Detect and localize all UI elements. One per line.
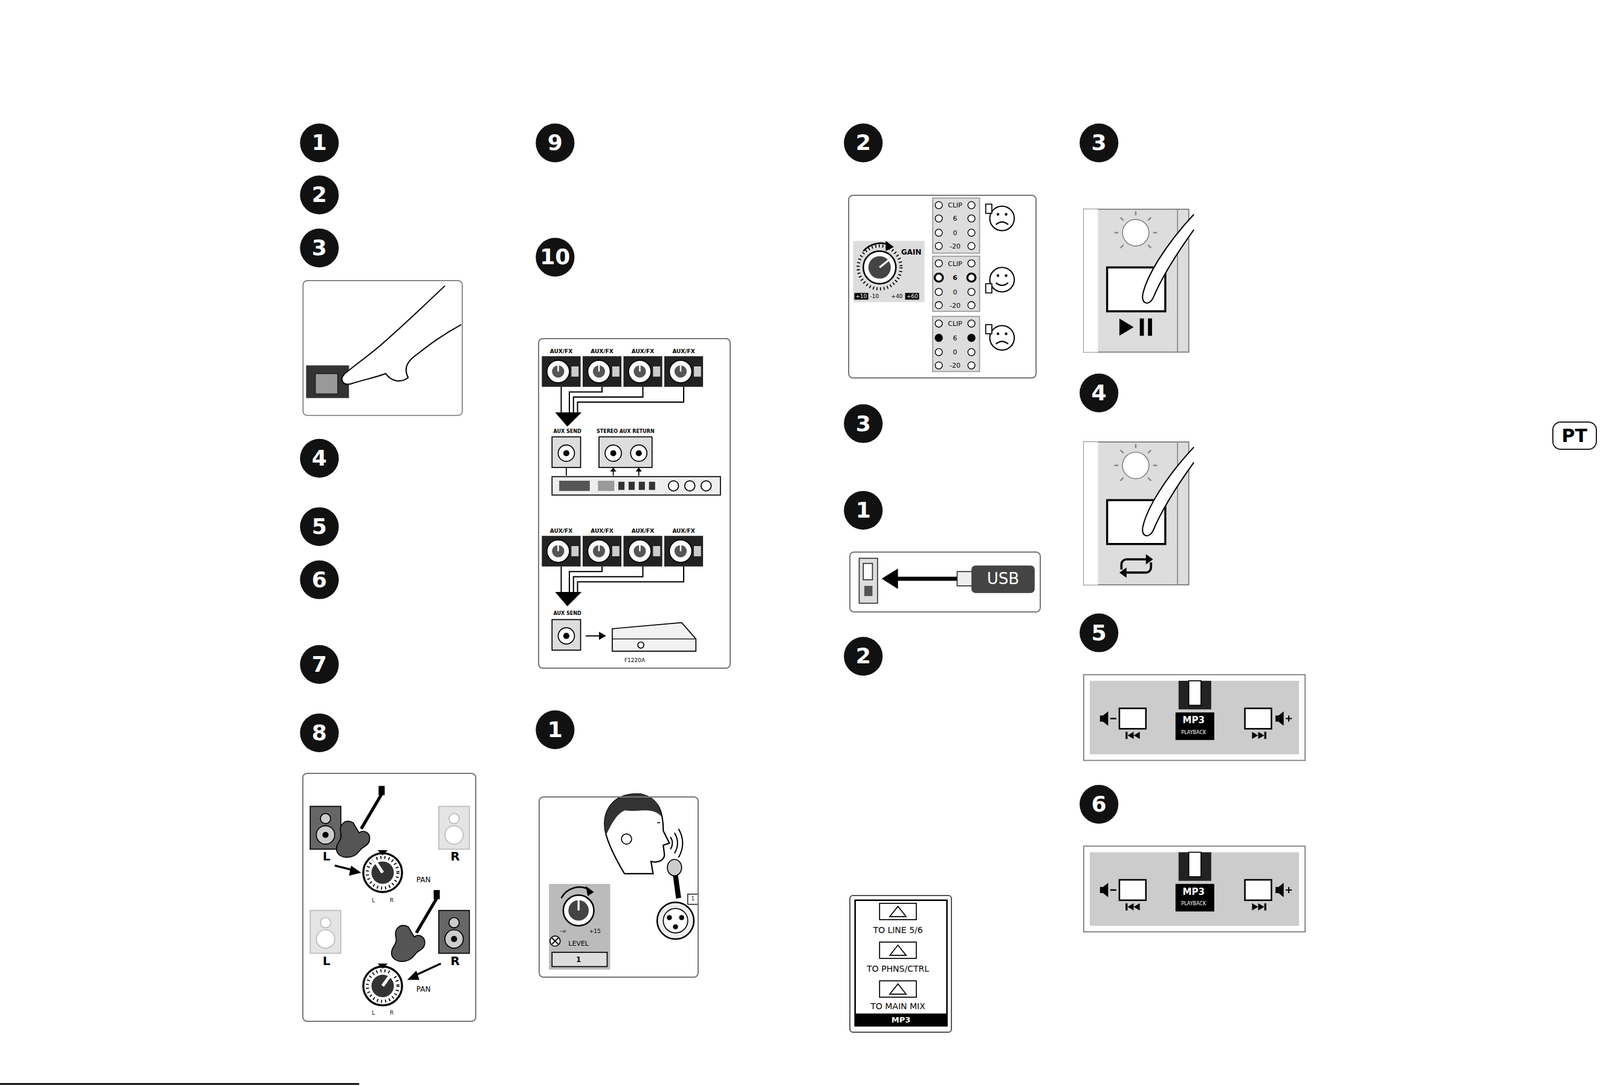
panel-text: CLIP [947,259,963,267]
play-pause-illustration [1083,209,1194,352]
panel-text: 1 [576,955,581,963]
callout-number: 7 [311,653,328,676]
panel-text: MP3 [1182,715,1205,725]
language-tab: PT [1552,421,1597,450]
panel-text: -20 [949,242,961,250]
panel-text: AUX SEND [553,611,582,616]
panel-text: GAIN [901,248,922,256]
callout-number: 2 [311,183,328,206]
callout-number: 1 [547,718,563,741]
panel-text: AUX/FX [631,348,655,354]
mp3-player-illustration [1083,674,1306,761]
panel-text: USB [987,570,1020,587]
panel-text: R [450,849,460,862]
power-button-illustration [302,280,462,416]
panel-text: TO MAIN MIX [870,1001,926,1011]
panel-text: CLIP [947,201,963,209]
panel-text: -20 [949,362,961,369]
mp3-player-illustration [1083,845,1306,932]
panel-text: 1 [691,896,695,902]
callout-circles [299,123,1119,824]
callout-number: 2 [855,644,872,667]
panel-text: AUX/FX [631,527,655,534]
callout-number: 2 [855,131,872,154]
panel-text: AUX/FX [590,348,613,354]
usb-illustration [858,557,1035,603]
panel-text: L [371,897,375,903]
panel-text: +60 [905,292,920,300]
panel-text: R [389,897,394,903]
panel-text: -∞ [559,927,567,934]
pan-illustration [302,772,477,1022]
panel-text: TO PHNS/CTRL [866,964,930,973]
panel-text: TO LINE 5/6 [872,925,923,934]
panel-text: +40 [890,293,903,299]
mp3-routing-illustration [855,900,948,1026]
panel-text: AUX/FX [550,348,573,354]
mic-illustration [548,793,698,970]
panel-text: LEVEL [568,939,589,946]
callout-number: 8 [311,721,328,744]
panel-text: AUX SEND [553,429,582,435]
panel-text: 0 [953,229,958,236]
callout-number: 3 [311,236,328,259]
callout-number: 3 [1091,131,1107,154]
panel-text: -10 [869,293,879,299]
callout-number: 5 [311,515,328,538]
mp3-playback-panel: MP3PLAYBACK [1083,845,1306,932]
panel-text: 6 [952,274,958,282]
callout-number: 6 [311,568,328,591]
callout-number: 6 [1091,793,1107,815]
pan-panel: L R PAN L R L R PAN L R [302,772,477,1022]
panel-text: 0 [953,288,958,295]
mp3-routing-panel: TO LINE 5/6 TO PHNS/CTRL TO MAIN MIX MP3 [849,894,953,1033]
callout-number: 5 [1091,621,1107,644]
panel-text: PT [1561,426,1588,445]
panel-text: +10 [854,292,869,300]
callout-number: 1 [855,499,872,522]
mic-level-panel: LEVEL 1 -∞ +15 1 [538,796,699,978]
callout-number: 3 [855,412,872,435]
callout-number: 4 [311,447,328,470]
panel-text: AUX/FX [590,527,613,534]
panel-text: MP3 [891,1015,911,1024]
panel-text: L [371,1009,375,1015]
mp3-playback-panel: MP3PLAYBACK [1083,674,1306,761]
callout-number: 4 [1091,382,1107,404]
gain-meter-panel: GAIN+10-10+40+60CLIP60-20CLIP60-20CLIP60… [848,194,1037,379]
panel-text: MP3 [1182,887,1205,897]
panel-text: -20 [949,301,961,309]
panel-text: AUX/FX [672,527,695,534]
panel-text: CLIP [947,320,963,328]
footer-rule [0,1082,360,1085]
panel-text: AUX/FX [672,348,695,354]
panel-text: PLAYBACK [1181,730,1206,736]
panel-text: 6 [953,334,958,341]
panel-text: L [322,849,331,862]
callout-number: 9 [547,131,563,154]
panel-text: L [322,954,331,967]
panel-text: R [389,1009,394,1015]
panel-text: F1220A [624,657,645,664]
panel-text: STEREO AUX RETURN [596,429,655,435]
panel-text: PLAYBACK [1181,901,1206,907]
aux-routing-illustration [541,356,720,652]
panel-text: +15 [589,927,601,934]
repeat-button-illustration [1083,441,1194,585]
panel-text: 6 [953,215,958,222]
gain-meter-illustration [852,197,1015,372]
panel-text: AUX/FX [550,527,573,534]
usb-panel: USB [849,551,1041,613]
panel-text: PAN [416,985,431,993]
callout-number: 10 [539,246,571,268]
aux-routing-panel: AUX/FX AUX/FX AUX/FX AUX/FX AUX SEND STEREO A… [537,337,731,669]
panel-text: R [450,954,460,967]
callout-number: 1 [311,131,328,154]
panel-text: 0 [953,348,958,356]
panel-text: PAN [416,875,431,884]
